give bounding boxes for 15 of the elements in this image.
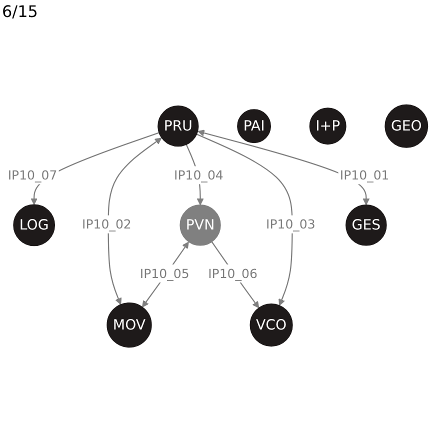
circle-node: I+P [309, 108, 346, 145]
edge-label: IP10_06 [206, 264, 260, 282]
circle-node: VCO [250, 303, 293, 347]
edge-label: IP10_04 [172, 166, 225, 184]
circle-node: PVN [180, 204, 221, 246]
circle-node: PRU [158, 106, 199, 147]
edge-label: IP10_03 [264, 215, 317, 234]
page-number: 6/15 [2, 2, 38, 21]
edge-label: IP10_05 [138, 264, 191, 282]
edge-label: IP10_02 [80, 215, 133, 234]
circle-node: GEO [384, 104, 428, 148]
circle-node: PAI [237, 109, 271, 144]
circle-node: LOG [13, 204, 56, 246]
circle-node: GES [346, 204, 387, 246]
circle-node: MOV [106, 302, 152, 348]
